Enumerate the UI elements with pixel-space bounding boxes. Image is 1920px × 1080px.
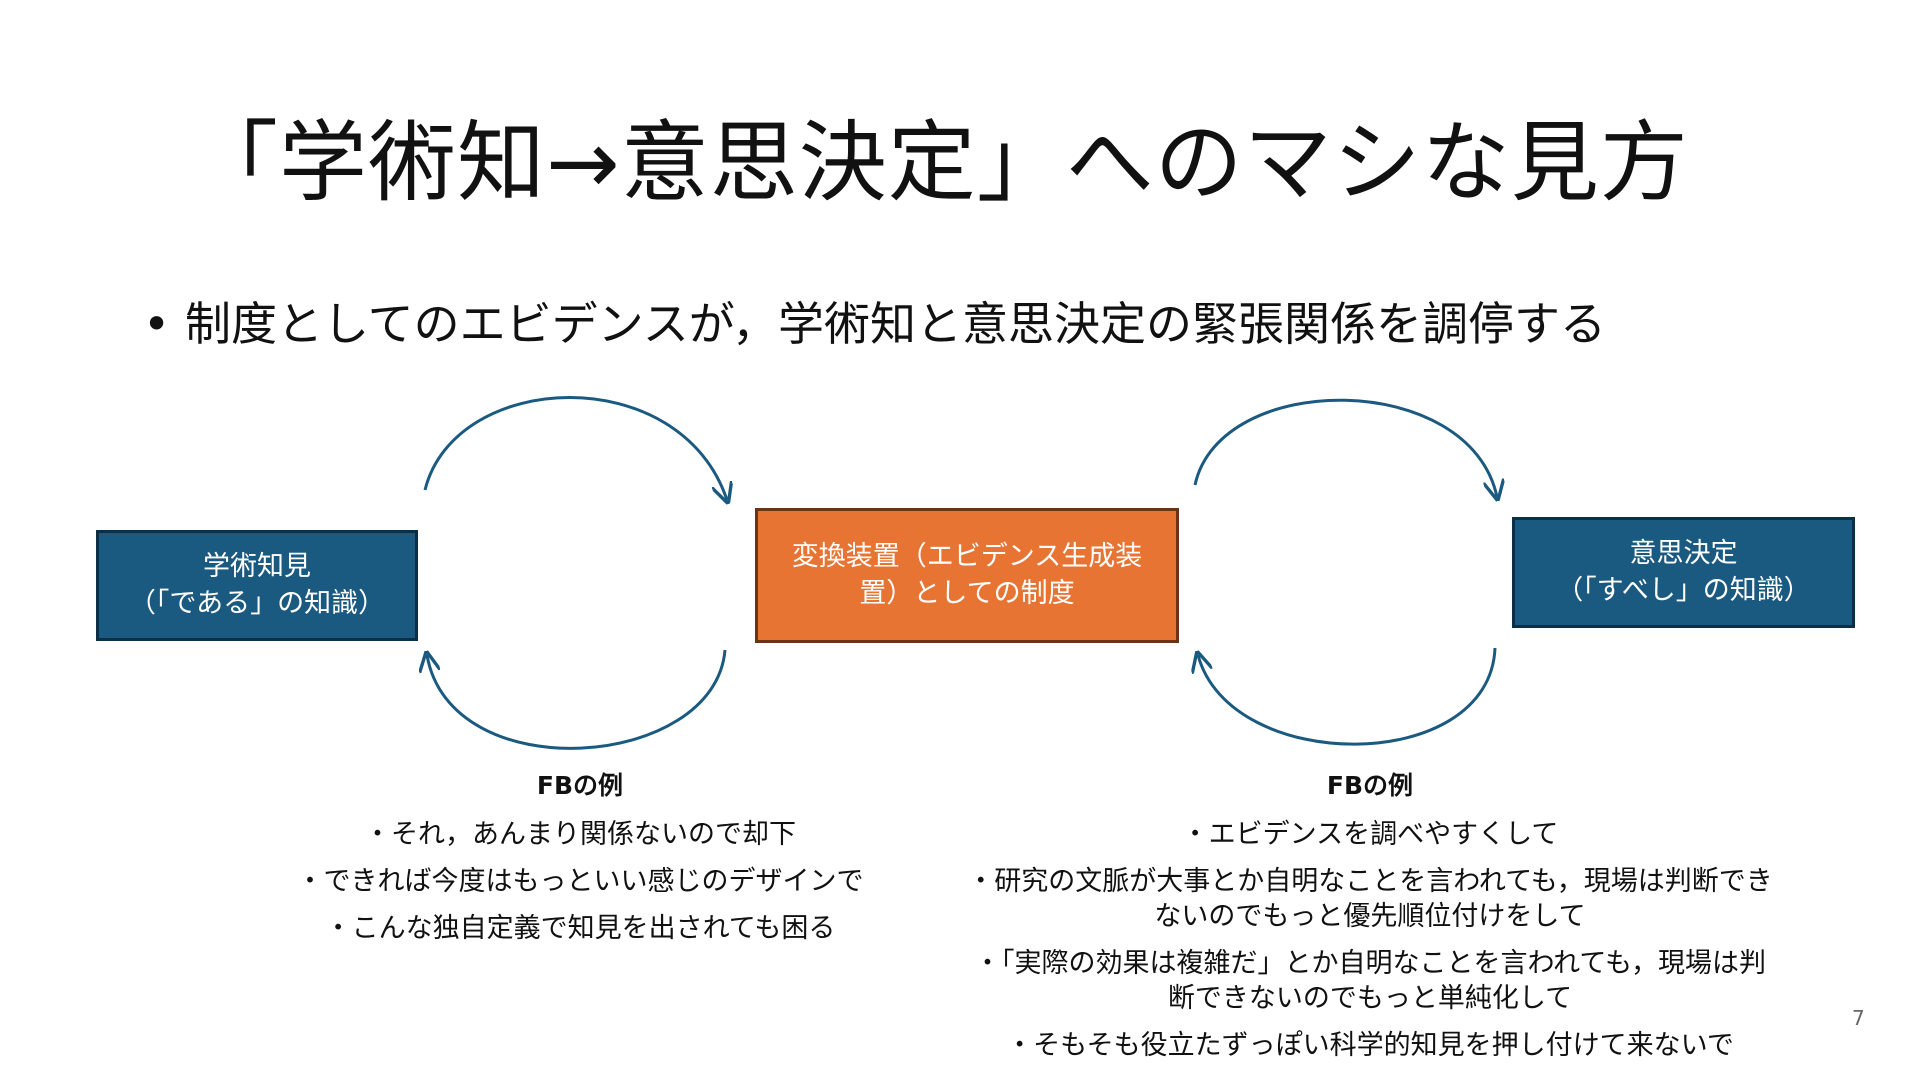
feedback-left: FBの例 ・それ，あんまり関係ないので却下 ・できれば今度はもっといい感じのデザ… [250,770,910,958]
feedback-right-item: ・エビデンスを調べやすくして [1181,818,1559,850]
decision-making-box: 意思決定 （「すべし」の知識） [1512,517,1855,628]
arrow-left-bottom [427,650,727,750]
academic-knowledge-box: 学術知見 （「である」の知識） [96,530,418,641]
feedback-left-item: ・できれば今度はもっといい感じのデザインで [296,865,864,897]
feedback-right-item: ・「実際の効果は複雑だ」とか自明なことを言われても，現場は判断できないのでもっと… [974,947,1766,1014]
feedback-right-title: FBの例 [1326,771,1414,800]
decision-making-label: 意思決定 [1629,538,1738,570]
arrow-right-top [1193,398,1497,497]
bullet-text: 制度としてのエビデンスが，学術知と意思決定の緊張関係を調停する [185,297,1606,351]
slide-title: 「学術知→意思決定」へのマシな見方 [190,111,1689,214]
institution-box: 変換装置（エビデンス生成装 置）としての制度 [755,508,1179,643]
feedback-left-item: ・こんな独自定義で知見を出されても困る [324,912,836,944]
academic-knowledge-sublabel: （「である」の知識） [128,587,386,619]
feedback-left-title: FBの例 [536,771,624,800]
bullet-point: • 制度としてのエビデンスが，学術知と意思決定の緊張関係を調停する [143,288,1606,354]
decision-making-sublabel: （「すべし」の知識） [1556,574,1811,606]
feedback-right-item: ・そもそも役立たずっぽい科学的知見を押し付けて来ないで [1006,1029,1734,1061]
bullet-dot-icon: • [143,297,171,351]
arrow-right-bottom [1198,647,1497,746]
page-number: 7 [1852,1006,1865,1030]
feedback-right-item: ・研究の文脈が大事とか自明なことを言われても，現場は判断できないのでもっと優先順… [967,865,1773,932]
academic-knowledge-label: 学術知見 [202,551,311,583]
institution-label-line2: 置）としての制度 [859,577,1075,609]
feedback-left-item: ・それ，あんまり関係ないので却下 [364,818,796,850]
feedback-right: FBの例 ・エビデンスを調べやすくして ・研究の文脈が大事とか自明なことを言われ… [965,770,1775,1075]
arrow-left-top [423,396,727,501]
institution-label-line1: 変換装置（エビデンス生成装 [791,541,1143,573]
